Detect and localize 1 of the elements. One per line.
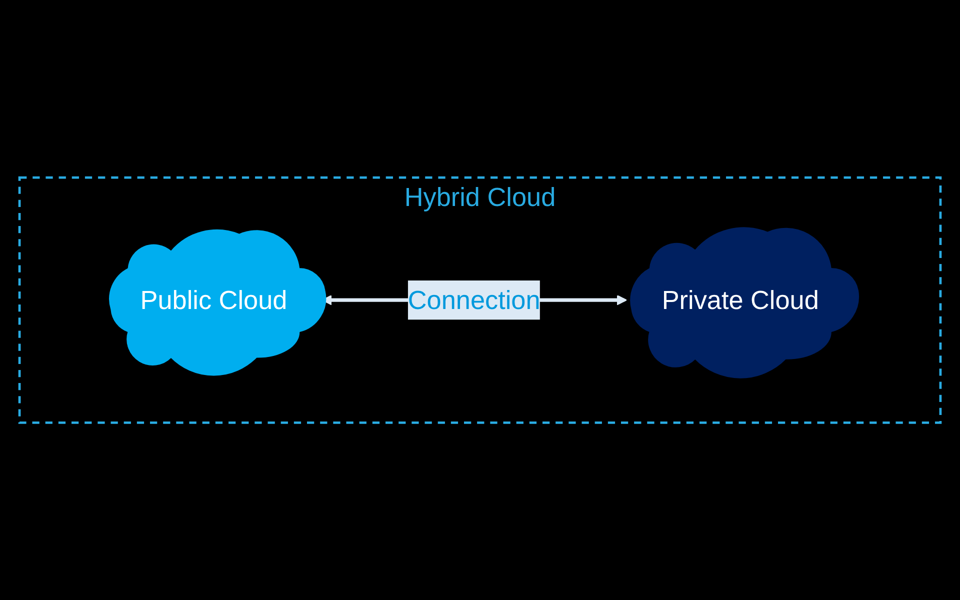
- edge-label: Connection: [408, 285, 540, 315]
